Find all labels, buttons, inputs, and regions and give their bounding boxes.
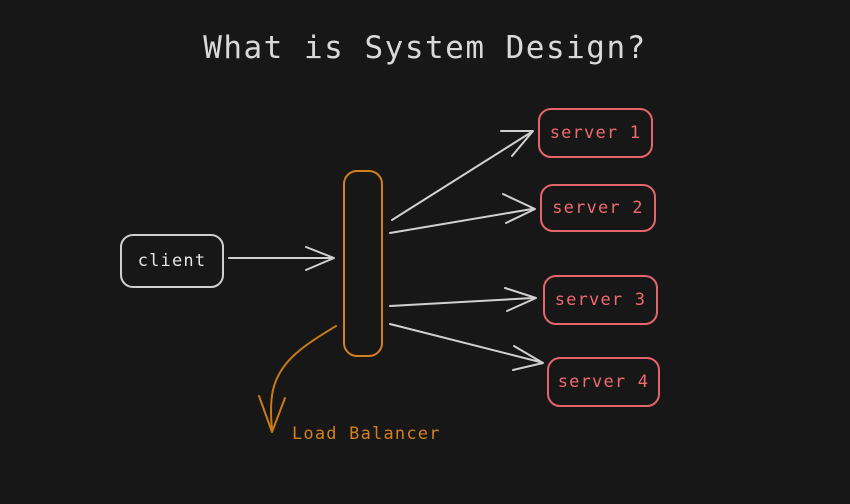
server-node-label: server 1 [549,123,642,143]
client-node-label: client [137,251,207,271]
load-balancer-label: Load Balancer [292,424,441,444]
server-node-label: server 3 [554,290,647,310]
edge-load-balancer-to-server-1 [391,130,534,221]
server-node-3[interactable]: server 3 [543,275,658,325]
edge-load-balancer-to-server-2 [389,193,536,234]
server-node-4[interactable]: server 4 [547,357,660,407]
load-balancer-box[interactable] [343,170,383,357]
edge-load-balancer-to-server-3 [389,287,537,312]
edge-load-balancer-to-server-4 [389,323,544,371]
page-title: What is System Design? [203,30,647,66]
server-node-2[interactable]: server 2 [540,184,656,232]
edge-client-to-load-balancer [228,246,335,271]
server-node-1[interactable]: server 1 [538,108,653,158]
client-node[interactable]: client [120,234,224,288]
server-node-label: server 4 [557,372,650,392]
server-node-label: server 2 [552,198,644,218]
edge-load-balancer-callout [258,325,337,433]
